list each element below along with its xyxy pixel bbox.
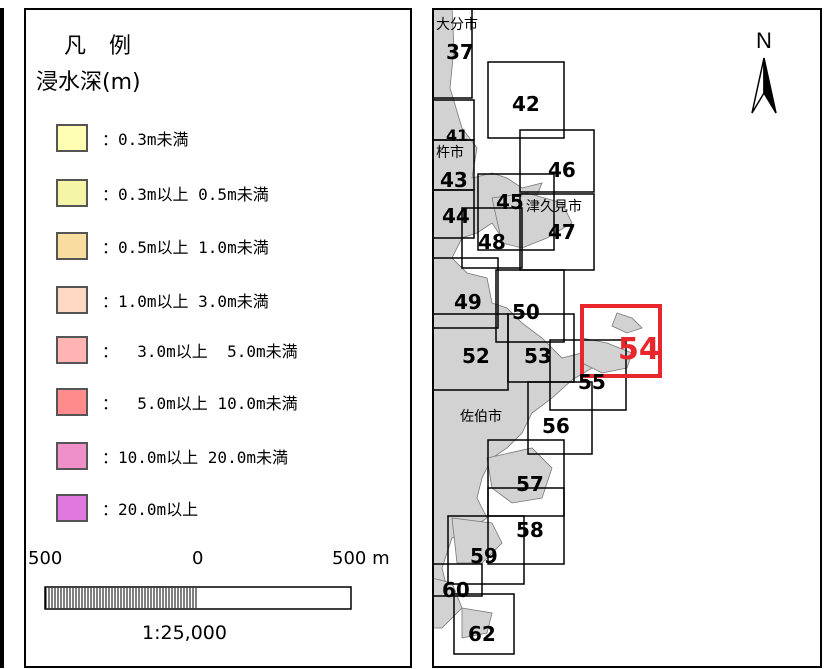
tile-62[interactable]: 62 (468, 622, 496, 646)
tile-43[interactable]: 43 (440, 168, 468, 192)
legend-item: ：1.0m以上 3.0m未満 (56, 284, 269, 316)
legend-label: ：20.0m以上 (102, 500, 199, 519)
tile-45[interactable]: 45 (496, 190, 524, 214)
legend-label: ：10.0m以上 20.0m未満 (102, 448, 288, 467)
tile-54[interactable]: 54 (618, 332, 660, 367)
legend-swatch (56, 286, 88, 314)
legend-swatch (56, 494, 88, 522)
scale-label-left: 500 (28, 548, 63, 569)
scale-ratio: 1:25,000 (142, 622, 227, 644)
tile-54-highlight (580, 304, 662, 378)
tile-60[interactable]: 60 (442, 578, 470, 602)
index-map: 大分市 杵市 津久見市 佐伯市 37 41 42 43 44 45 46 47 … (432, 8, 822, 668)
legend-label: ： 5.0m以上 10.0m未満 (102, 394, 298, 413)
tile-47[interactable]: 47 (548, 220, 576, 244)
legend-subtitle: 浸水深(m) (36, 70, 141, 95)
legend-item: ：0.3m以上 0.5m未満 (56, 177, 269, 209)
legend-item: ：0.3m未満 (56, 122, 189, 154)
legend-swatch (56, 336, 88, 364)
legend-label: ：0.3m以上 0.5m未満 (102, 185, 269, 204)
legend-swatch (56, 442, 88, 470)
legend-label: ：0.3m未満 (102, 130, 189, 149)
map-canvas (434, 10, 777, 655)
legend-label: ：0.5m以上 1.0m未満 (102, 238, 269, 257)
place-tsukumi: 津久見市 (526, 199, 582, 215)
tile-grid (434, 10, 627, 655)
tile-59[interactable]: 59 (470, 544, 498, 568)
tile-53[interactable]: 53 (524, 344, 552, 368)
legend-item: ： 3.0m以上 5.0m未満 (56, 334, 298, 366)
legend-panel (24, 8, 412, 668)
tile-44[interactable]: 44 (442, 204, 470, 228)
left-border (0, 8, 4, 668)
tile-49[interactable]: 49 (454, 290, 482, 314)
scale-label-right: 500 m (332, 548, 390, 569)
scale-label-zero: 0 (192, 548, 204, 569)
legend-label: ： 3.0m以上 5.0m未満 (102, 342, 298, 361)
legend-swatch (56, 388, 88, 416)
tile-56[interactable]: 56 (542, 414, 570, 438)
legend-item: ： 5.0m以上 10.0m未満 (56, 386, 298, 418)
tile-55[interactable]: 55 (578, 370, 606, 394)
legend-item: ：20.0m以上 (56, 492, 198, 524)
legend-swatch (56, 232, 88, 260)
tile-41[interactable]: 41 (446, 126, 469, 145)
tile-37[interactable]: 37 (446, 40, 474, 64)
tile-42[interactable]: 42 (512, 92, 540, 116)
place-saiki: 佐伯市 (460, 409, 502, 425)
north-label: N (756, 28, 772, 53)
place-oita: 大分市 (436, 17, 478, 33)
tile-48[interactable]: 48 (478, 230, 506, 254)
legend-swatch (56, 179, 88, 207)
place-usuki: 杵市 (436, 145, 464, 161)
tile-50[interactable]: 50 (512, 300, 540, 324)
legend-swatch (56, 124, 88, 152)
legend-label: ：1.0m以上 3.0m未満 (102, 292, 269, 311)
north-arrow (751, 57, 777, 114)
legend-title: 凡 例 (64, 34, 139, 59)
legend-item: ：10.0m以上 20.0m未満 (56, 440, 288, 472)
tile-58[interactable]: 58 (516, 518, 544, 542)
scale-bar (44, 586, 352, 610)
tile-46[interactable]: 46 (548, 158, 576, 182)
legend-item: ：0.5m以上 1.0m未満 (56, 230, 269, 262)
tile-52[interactable]: 52 (462, 344, 490, 368)
tile-57[interactable]: 57 (516, 472, 544, 496)
